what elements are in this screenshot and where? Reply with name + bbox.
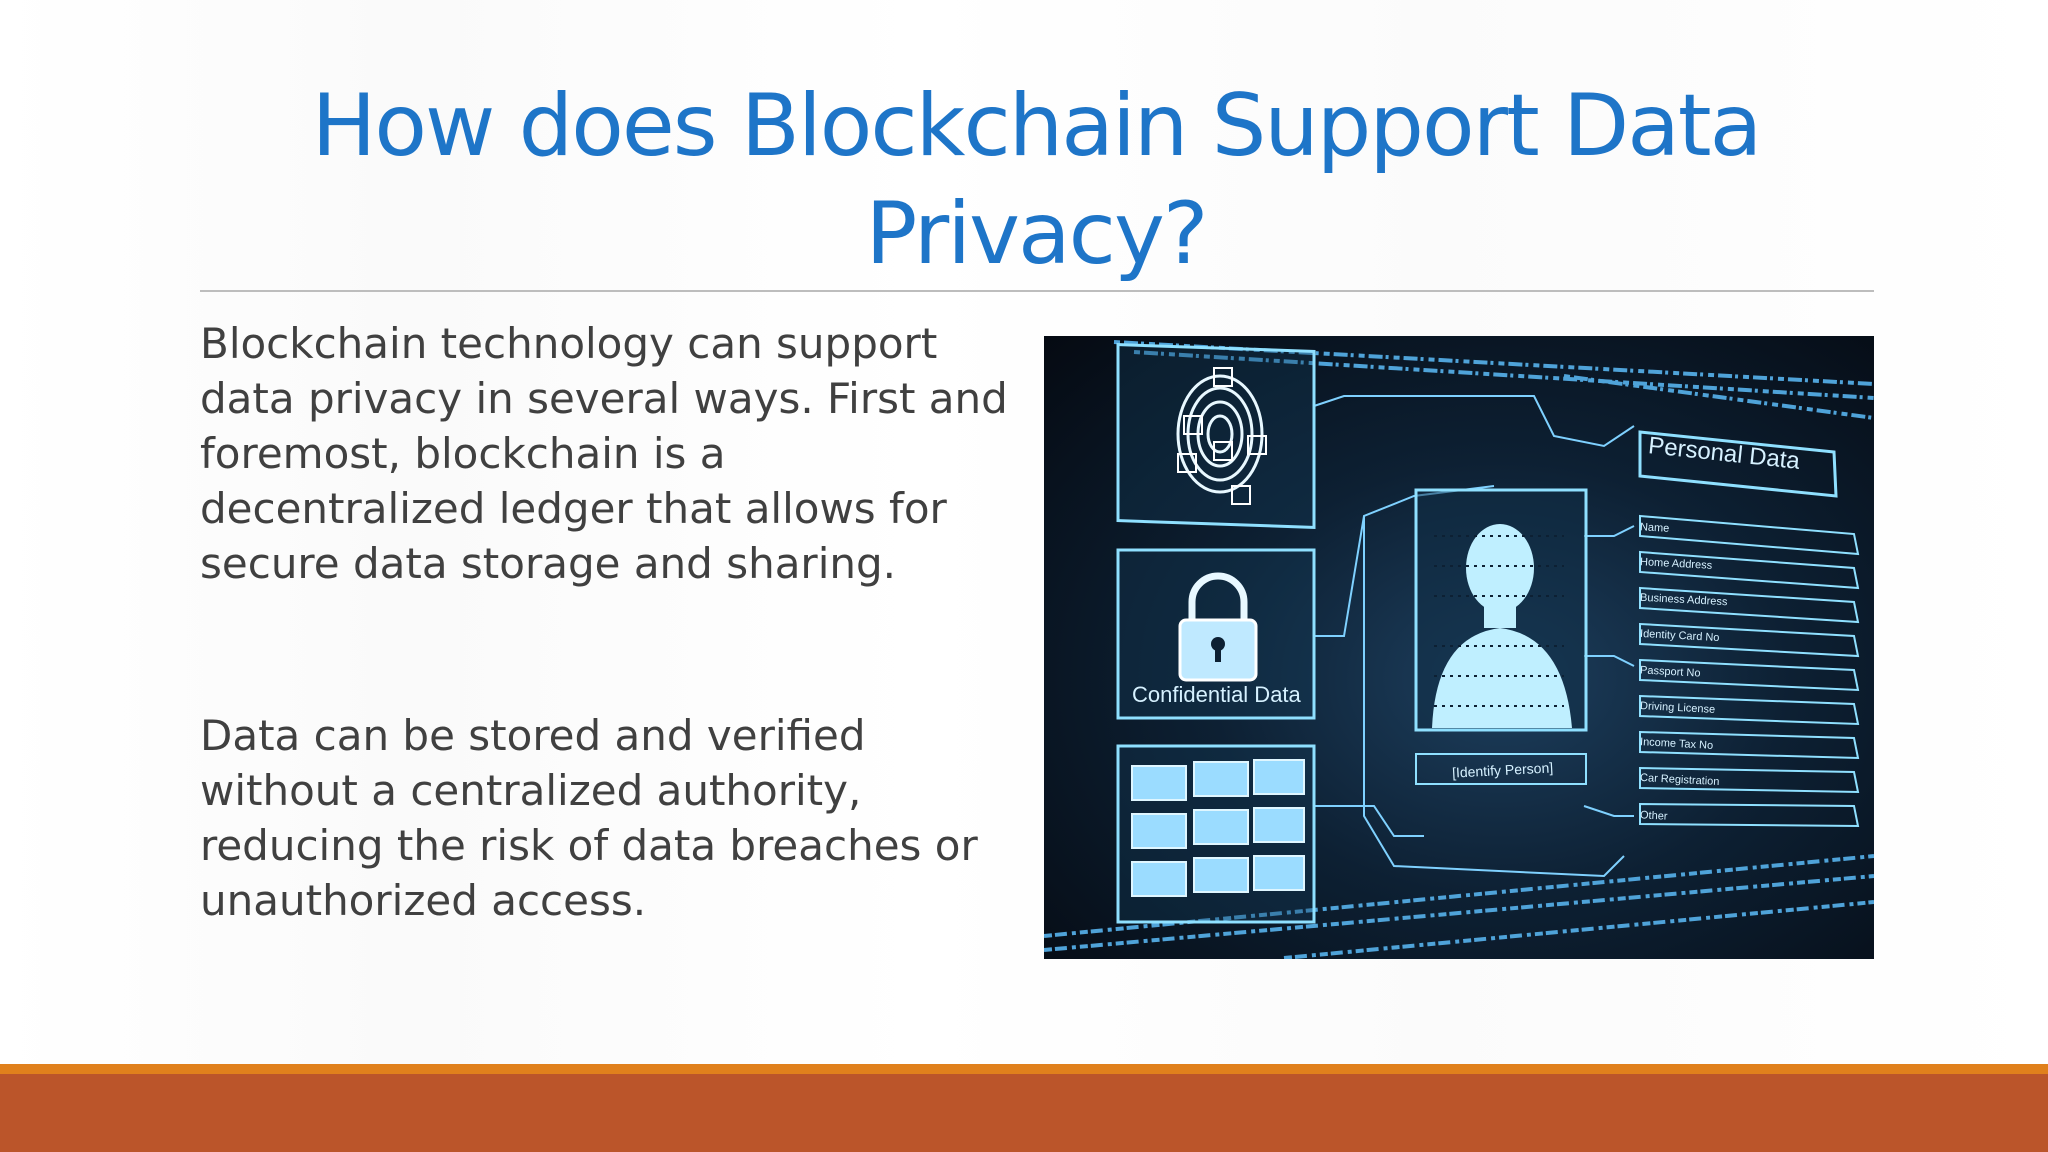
field-name: Name [1639,521,1670,535]
fingerprint-panel [1116,343,1316,529]
padlock-icon [1178,572,1258,682]
title-divider [200,290,1874,292]
field-other: Other [1639,809,1668,823]
data-privacy-illustration: Personal Data Confidential Data [Identif… [1044,336,1874,959]
folders-panel [1116,744,1316,924]
body-paragraph-1: Blockchain technology can support data p… [200,319,1008,588]
footer-accent-bar [0,1064,2048,1074]
footer-bar [0,1074,2048,1152]
confidential-data-label: Confidential Data [1132,682,1301,707]
illustration-graphics [1044,340,1874,959]
folder-icon [1131,759,1305,897]
confidential-panel [1116,548,1316,720]
personal-data-panel [1638,430,1860,828]
body-paragraph-2: Data can be stored and verified without … [200,711,978,925]
identify-person-panel [1414,488,1588,785]
person-silhouette-icon [1432,524,1572,728]
slide-title: How does Blockchain Support Data Privacy… [311,76,1763,284]
